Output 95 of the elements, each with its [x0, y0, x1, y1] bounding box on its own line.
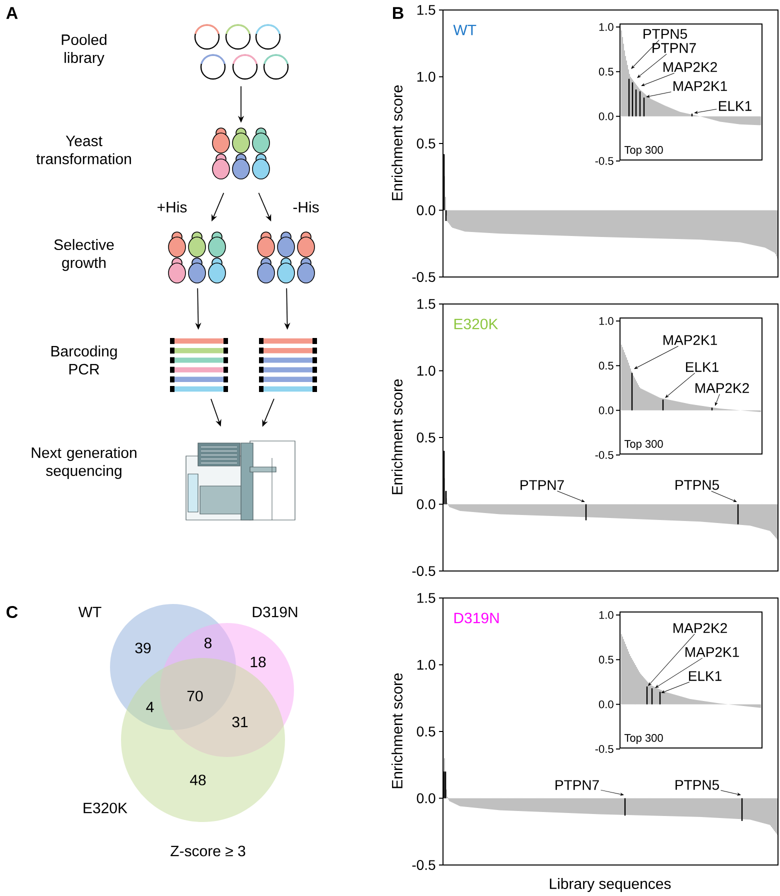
leader-arrow: [661, 682, 690, 694]
gene-label: MAP2K1: [674, 81, 727, 91]
step-label: Next generation sequencing: [32, 447, 136, 479]
count-label: 70: [187, 690, 203, 702]
gene-label: MAP2K2: [664, 62, 717, 72]
panel-letter: C: [6, 606, 18, 618]
set-label: WT: [78, 606, 102, 618]
gene-label: MAP2K1: [664, 335, 717, 345]
leader-arrow: [641, 72, 675, 86]
yeast-drawing: [257, 232, 315, 284]
count-label: 31: [232, 716, 248, 728]
tick-label: 0.0: [416, 205, 436, 216]
gene-label: ELK1: [689, 671, 722, 681]
tick-label: 0.0: [598, 112, 614, 120]
axis-title: Library sequences: [550, 878, 671, 892]
count-label: 18: [250, 656, 266, 668]
tick-label: -0.5: [412, 272, 436, 282]
leader-arrow: [720, 790, 741, 796]
tick-label: -0.5: [412, 860, 436, 870]
inset-caption: Top 300: [624, 146, 663, 156]
leader-arrow: [634, 346, 678, 369]
tick-label: 0.0: [598, 406, 614, 414]
leader-arrow: [714, 394, 720, 406]
gene-label: PTPN7: [652, 43, 696, 53]
gene-label: PTPN5: [644, 29, 687, 39]
variant-label: D319N: [454, 612, 499, 624]
gene-label: ELK1: [686, 362, 718, 372]
tick-label: 1.0: [599, 611, 614, 619]
tick-label: -0.5: [412, 566, 436, 576]
count-label: 8: [204, 638, 212, 648]
tick-label: 1.5: [417, 299, 436, 309]
count-label: 39: [135, 642, 151, 654]
leader-arrow: [631, 40, 660, 69]
count-label: 4: [146, 702, 154, 712]
variant-label: E320K: [454, 318, 498, 330]
tick-label: -0.5: [595, 451, 614, 459]
tick-label: 0.5: [416, 138, 436, 148]
tick-label: 0.5: [416, 432, 436, 442]
plasmid-drawing: [194, 24, 289, 80]
variant-label: WT: [453, 24, 476, 36]
barcode-drawing: [170, 338, 228, 392]
tick-label: 0.0: [598, 700, 614, 708]
step-label: Yeast transformation: [36, 136, 131, 164]
tick-label: 0.0: [416, 793, 436, 804]
set-label: D319N: [252, 606, 298, 618]
edge-label: -His: [293, 202, 319, 212]
leader-arrow: [556, 490, 585, 502]
leader-arrow: [694, 108, 717, 114]
leader-arrow: [665, 372, 696, 398]
tick-label: 0.5: [598, 656, 614, 664]
gene-label: PTPN7: [520, 480, 564, 490]
leader-arrow: [711, 490, 737, 502]
tick-label: 1.5: [417, 593, 436, 603]
gene-label: MAP2K2: [674, 623, 727, 633]
axis-title: Enrichment score: [392, 379, 402, 494]
axis-title: Enrichment score: [392, 673, 402, 788]
panel-letter: B: [393, 7, 404, 19]
panel-letter: A: [6, 7, 18, 19]
step-label: Barcoding PCR: [51, 346, 117, 374]
tick-label: 1.0: [599, 317, 614, 325]
step-label: Selective growth: [54, 239, 114, 271]
gene-label: PTPN7: [556, 780, 599, 790]
tick-label: 0.5: [598, 362, 614, 370]
tick-label: 1.0: [417, 366, 436, 376]
yeast-drawing: [168, 232, 226, 284]
leader-arrow: [600, 790, 624, 796]
step-label: Pooled library: [62, 34, 106, 66]
leader-arrow: [655, 658, 703, 688]
tick-label: 1.0: [599, 23, 614, 31]
leader-arrow: [648, 634, 695, 686]
axis-title: Enrichment score: [392, 85, 402, 200]
tick-label: 1.5: [417, 5, 436, 15]
gene-label: PTPN5: [676, 780, 719, 790]
gene-label: ELK1: [719, 101, 752, 111]
barcode-drawing: [259, 338, 317, 392]
inset-caption: Top 300: [624, 440, 663, 450]
yeast-drawing: [212, 128, 270, 180]
gene-label: PTPN5: [676, 480, 719, 490]
gene-label: MAP2K1: [686, 647, 739, 657]
edge-label: +His: [158, 202, 187, 212]
inset-caption: Top 300: [624, 734, 663, 744]
set-label: E320K: [84, 802, 128, 814]
tick-label: 0.5: [416, 726, 436, 736]
leader-arrow: [646, 92, 672, 98]
tick-label: 1.0: [417, 660, 436, 670]
leader-arrow: [637, 54, 667, 78]
tick-label: -0.5: [595, 745, 614, 753]
tick-label: 0.5: [598, 68, 614, 76]
sequencer-drawing: [186, 440, 296, 520]
gene-label: MAP2K2: [696, 383, 749, 393]
tick-label: 0.0: [416, 499, 436, 510]
threshold-caption: Z-score ≥ 3: [170, 846, 246, 856]
tick-label: -0.5: [595, 157, 614, 165]
count-label: 48: [190, 774, 206, 786]
tick-label: 1.0: [417, 72, 436, 82]
